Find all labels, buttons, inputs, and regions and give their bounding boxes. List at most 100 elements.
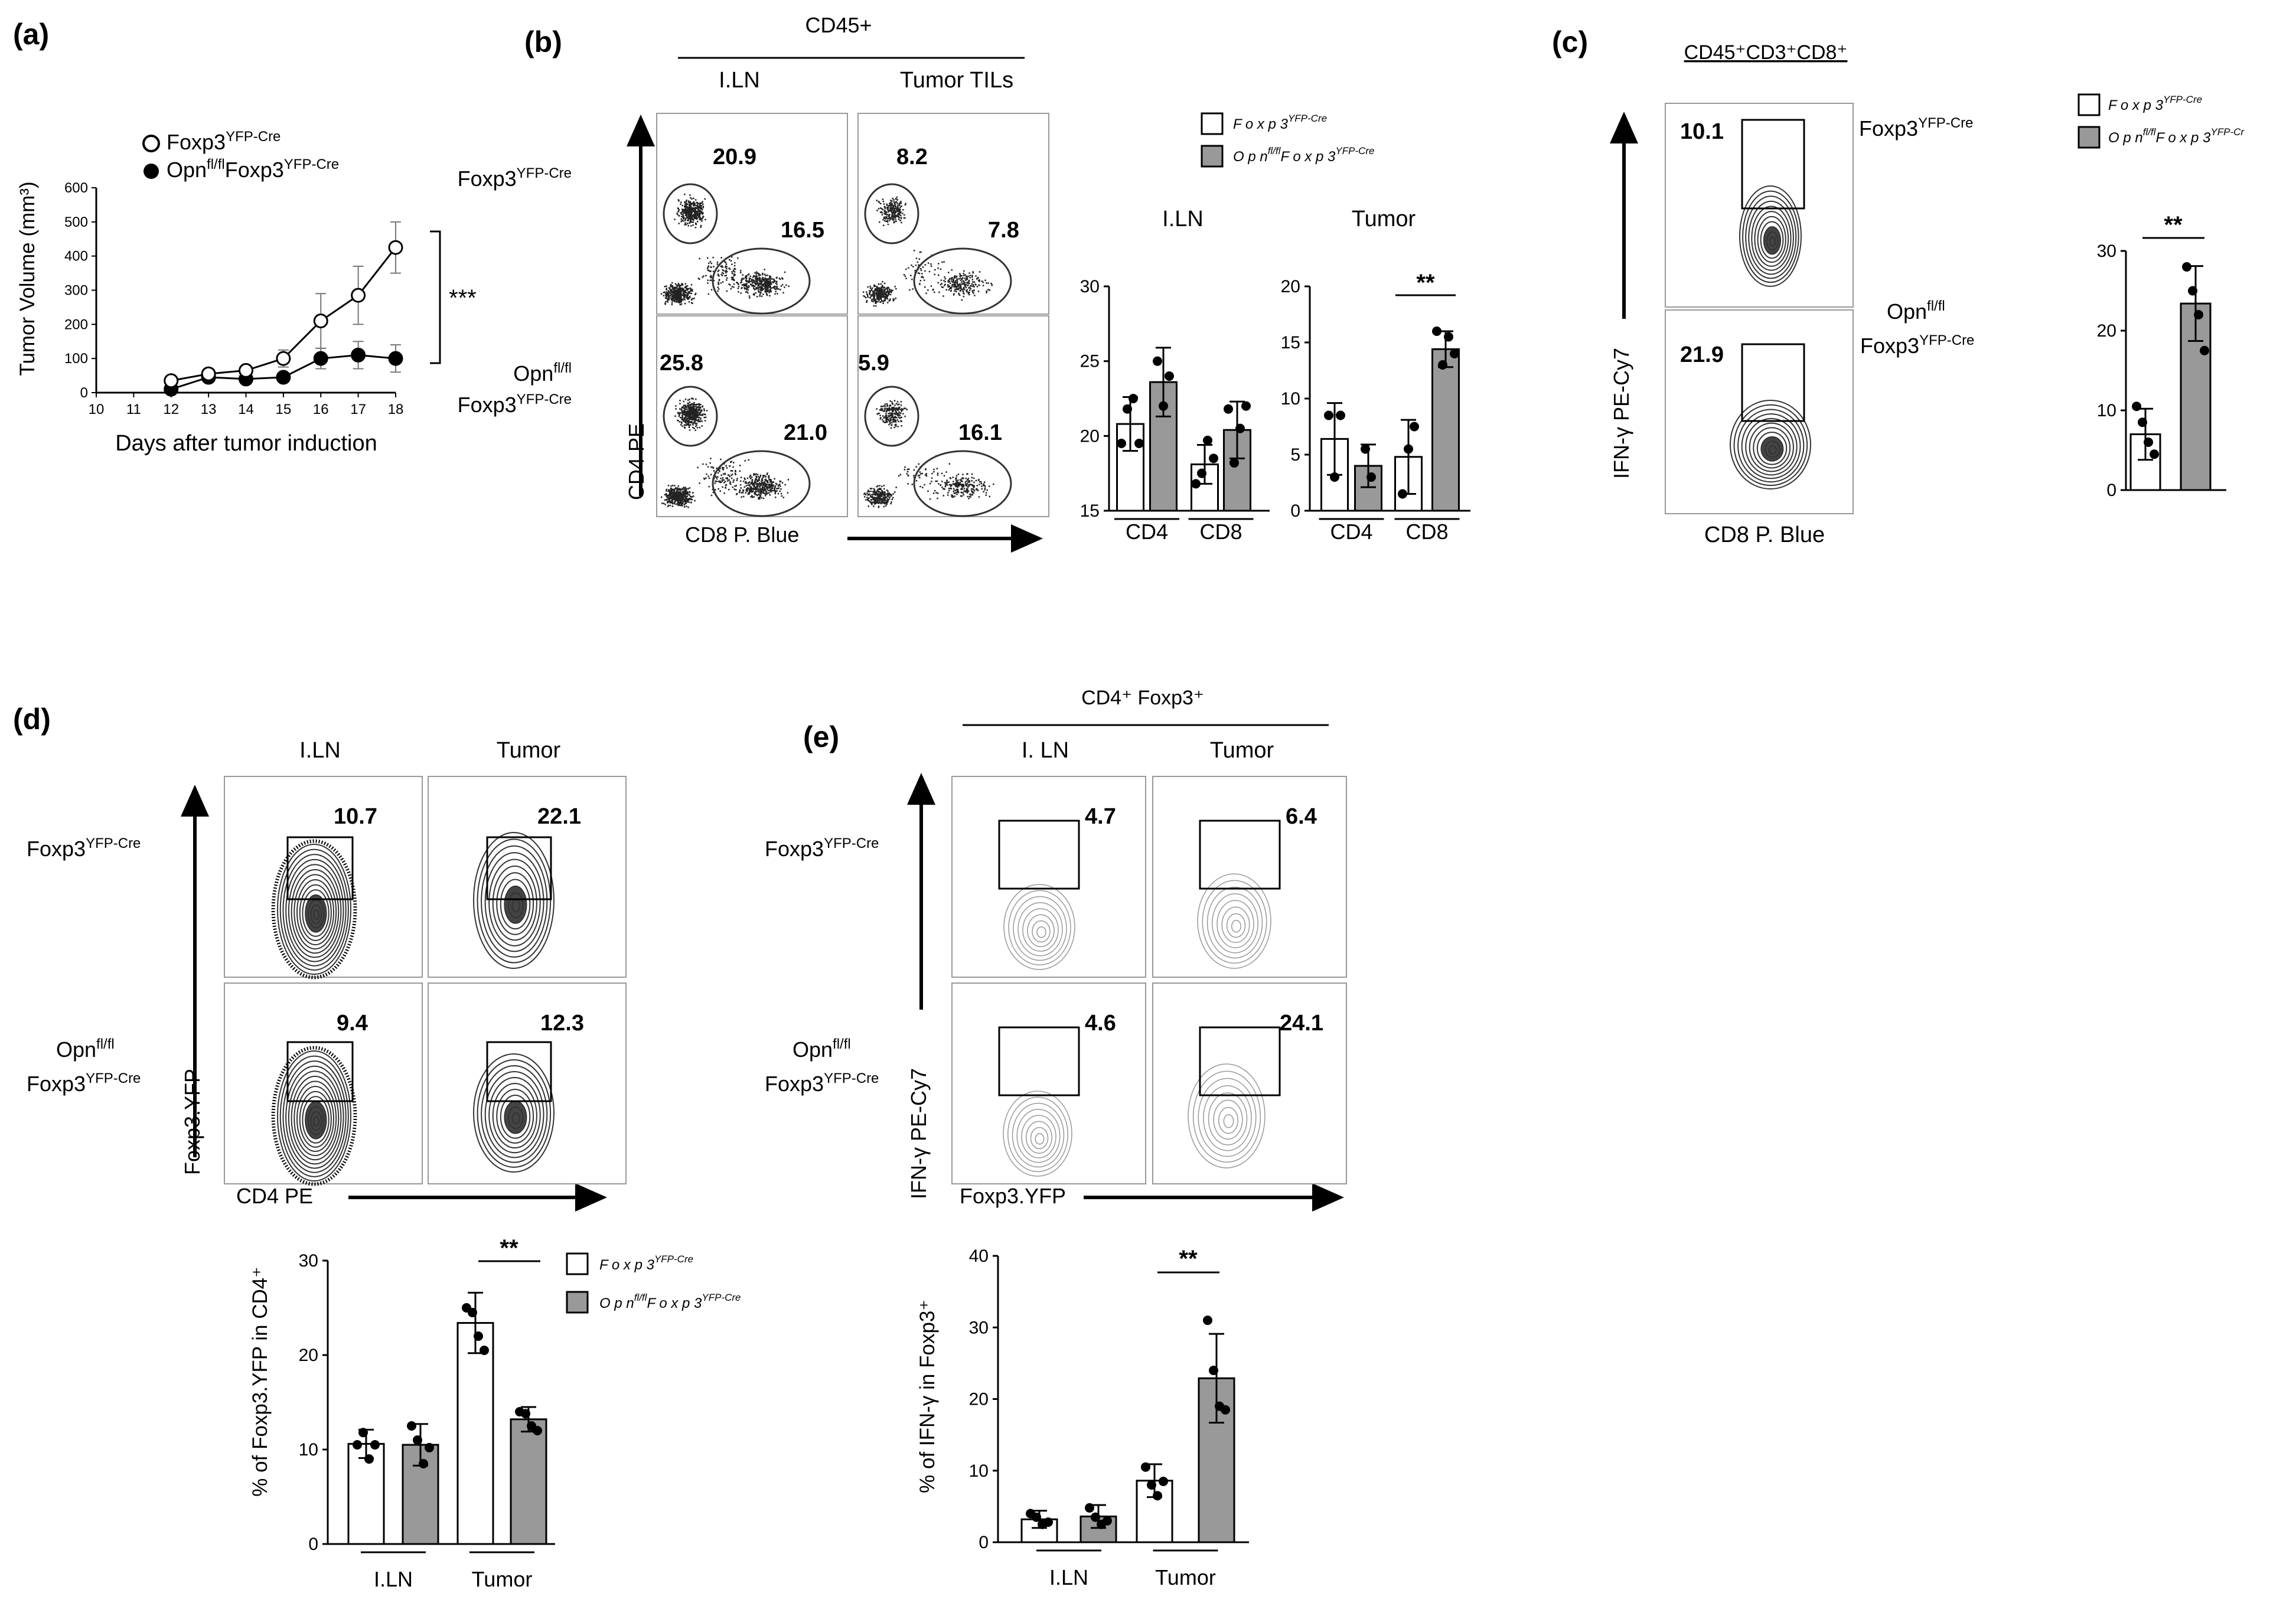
contour-ring	[1188, 1063, 1266, 1168]
data-point	[1432, 327, 1441, 336]
data-point	[276, 370, 291, 385]
data-point	[276, 351, 291, 366]
category-label: CD8	[1405, 520, 1448, 544]
gate-percent: 4.7	[1085, 804, 1116, 829]
legend-text: F o x p 3	[1280, 149, 1336, 165]
contour-ring	[288, 1070, 342, 1165]
data-point	[1197, 468, 1206, 478]
data-point	[2144, 438, 2153, 447]
panel-b-legend: F o x p 3YFP-Cre O p nfl/flF o x p 3YFP-…	[1201, 112, 1375, 168]
contour-ring	[1027, 914, 1055, 947]
data-point	[468, 1308, 477, 1317]
legend-swatch-gray	[566, 1291, 589, 1314]
data-point	[201, 366, 216, 381]
y-tick-label: 10	[299, 1440, 318, 1460]
chart-a-ylabel: Tumor Volume (mm³)	[16, 181, 39, 376]
data-point	[1159, 1476, 1168, 1486]
row-label-superscript: YFP-Cre	[824, 835, 879, 851]
x-tick-label: 15	[276, 402, 292, 417]
data-point	[1410, 422, 1419, 432]
contour-ring	[1217, 900, 1254, 948]
data-point	[364, 1454, 374, 1464]
data-point	[1032, 1512, 1041, 1522]
data-point	[1398, 489, 1407, 499]
y-tick-label: 25	[1080, 352, 1100, 371]
contour-ring	[277, 1050, 351, 1181]
data-point	[1085, 1503, 1094, 1513]
data-point	[2182, 262, 2191, 272]
contour-ring	[299, 1091, 332, 1148]
legend-superscript: fl/fl	[2143, 126, 2157, 138]
cell-events	[863, 400, 994, 508]
y-tick-label: 30	[299, 1251, 318, 1271]
significance-bracket	[430, 230, 441, 364]
x-tick-label: 13	[201, 402, 217, 417]
contour-ring	[282, 1060, 347, 1173]
legend-open-circle-marker	[142, 135, 160, 152]
data-point	[388, 240, 403, 255]
cd8-gate	[712, 247, 811, 315]
row-label-superscript: YFP-Cre	[824, 1070, 879, 1086]
data-point	[1203, 1316, 1212, 1326]
bar	[1431, 348, 1460, 512]
legend-superscript: YFP-Cr	[2210, 126, 2245, 138]
contour-ring	[473, 832, 555, 969]
category-label: Tumor	[1155, 1565, 1216, 1589]
contour-ring	[1768, 445, 1777, 455]
contour-ring	[1751, 205, 1792, 271]
category-label: CD8	[1199, 520, 1242, 544]
cd4-percent: 20.9	[713, 145, 756, 169]
legend-swatch-gray	[1201, 145, 1224, 168]
x-tick-label: 16	[313, 402, 329, 417]
row-label-opn-line2: Foxp3YFP-Cre	[458, 391, 572, 417]
data-point	[1117, 439, 1126, 448]
contour-ring	[1742, 190, 1799, 283]
panel-a: (a) Foxp3YFP-Cre Opnfl/flFoxp3YFP-Cre Tu…	[13, 18, 477, 456]
contour-ring	[1769, 236, 1776, 247]
gate-label: CD45+	[805, 13, 872, 37]
col-header-iln: I. LN	[1022, 738, 1069, 763]
contour-ring	[1035, 1133, 1045, 1145]
gate-percent: 21.9	[1680, 342, 1724, 367]
y-tick-label: 10	[969, 1461, 989, 1481]
data-point	[164, 373, 179, 389]
contour-ring	[1745, 195, 1797, 279]
y-tick-label: 200	[64, 316, 88, 332]
contour-ring	[488, 859, 541, 946]
contour-ring	[1739, 185, 1802, 287]
legend-text: O p n	[2108, 130, 2143, 146]
contour-ring	[1749, 422, 1794, 472]
category-label: I.LN	[374, 1567, 413, 1591]
ifn-gate	[1741, 343, 1805, 422]
data-point	[521, 1409, 530, 1419]
contour-cloud	[1188, 1063, 1266, 1168]
contour-cloud	[271, 1046, 357, 1186]
bar	[510, 1418, 547, 1545]
legend-text: Foxp3	[225, 158, 284, 182]
legend-swatch-white	[1201, 112, 1224, 135]
legend-superscript: YFP-Cre	[1288, 113, 1327, 124]
y-tick-label: 600	[64, 180, 88, 196]
y-tick-label: 0	[2106, 481, 2116, 500]
contour-ring	[1203, 1085, 1252, 1151]
contour-cloud	[1739, 185, 1802, 287]
contour-ring	[1218, 1106, 1238, 1134]
y-tick-label: 40	[969, 1246, 989, 1266]
flow-xlabel: CD4 PE	[236, 1184, 313, 1208]
plot-frame	[428, 982, 627, 1184]
data-point	[351, 347, 366, 363]
data-point	[351, 288, 366, 303]
cd4-gate	[864, 183, 919, 244]
contour-ring	[1008, 890, 1071, 965]
contour-ring	[492, 865, 537, 941]
contour-edge	[271, 839, 357, 980]
flow-plot-e-iln-opn: 4.6	[951, 982, 1146, 1184]
legend-superscript: fl/fl	[207, 156, 225, 172]
contour-ring	[496, 1089, 534, 1144]
contour-ring	[279, 1055, 349, 1177]
plot-frame	[951, 982, 1146, 1184]
flow-plot-d-iln-opn: 9.4	[224, 982, 423, 1186]
contour-ring	[296, 1086, 334, 1152]
contour-edge	[271, 1046, 357, 1186]
